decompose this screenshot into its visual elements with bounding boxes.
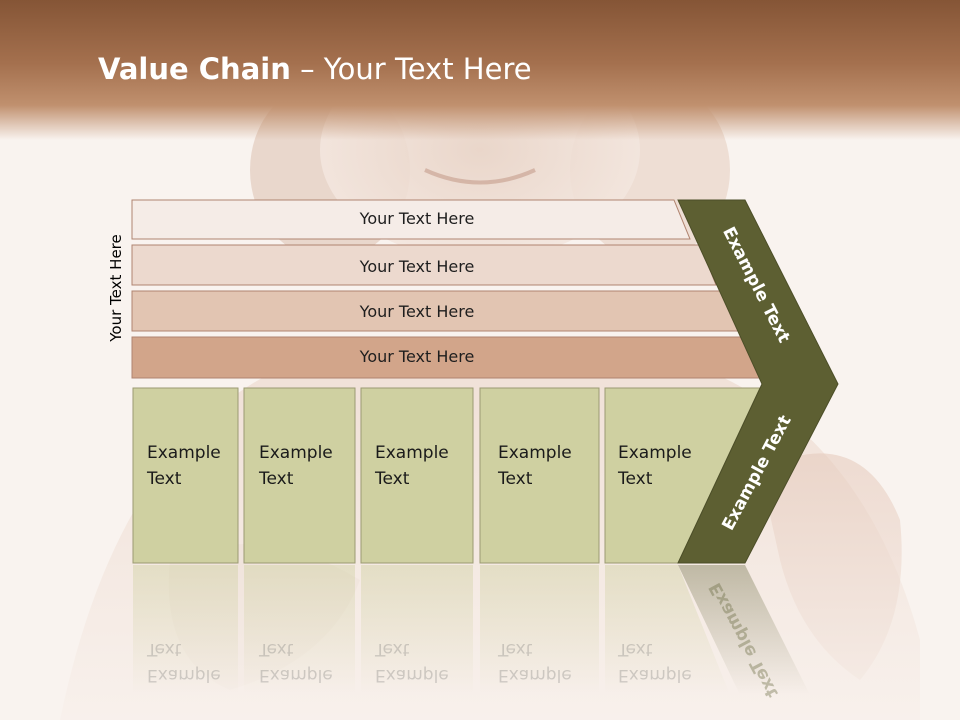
bar-label-3: Your Text Here [359, 302, 475, 321]
bar-label-4: Your Text Here [359, 347, 475, 366]
card-1 [132, 387, 239, 564]
title-bold: Value Chain [98, 52, 291, 86]
title-rest: – Your Text Here [290, 52, 532, 86]
header-band [0, 0, 960, 140]
slide-title: Value Chain – Your Text Here [98, 52, 532, 86]
chevron-arrow [677, 199, 839, 564]
card-2 [243, 387, 356, 564]
bar-label-2: Your Text Here [359, 257, 475, 276]
bar-2 [131, 244, 717, 286]
card-group [132, 387, 761, 564]
bar-1 [131, 199, 691, 240]
card-4 [479, 387, 600, 564]
card-3 [360, 387, 474, 564]
bar-group [131, 199, 765, 379]
bar-label-1: Your Text Here [359, 209, 475, 228]
